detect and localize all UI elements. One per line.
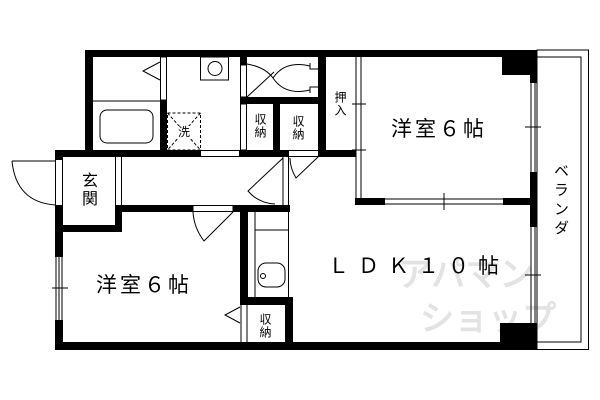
walls: [55, 50, 537, 350]
laundry-label: 洗: [178, 125, 192, 139]
balcony-label: ベランダ: [552, 163, 570, 239]
watermark-line1: アパマン: [398, 255, 534, 295]
entrance-label: 玄関: [79, 172, 98, 208]
storage-label-3: 収納: [258, 313, 272, 339]
storage-label-1: 収納: [253, 113, 267, 139]
fixtures-and-openings: [11, 49, 589, 350]
room-label-ldk: ＬＤＫ１０帖: [328, 254, 508, 278]
storage-label-2: 収納: [291, 115, 305, 141]
closet-label: 押入: [333, 91, 347, 117]
room-label-western-room-2: 洋室６帖: [96, 273, 192, 297]
room-label-western-room-1: 洋室６帖: [391, 117, 487, 141]
